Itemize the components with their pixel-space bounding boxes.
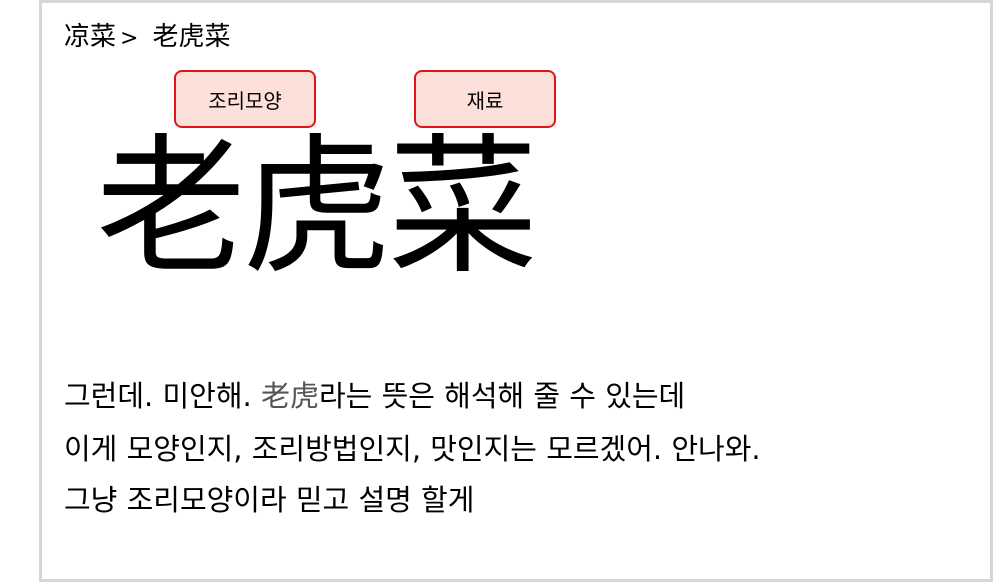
breadcrumb-separator: > [120,26,139,51]
ingredients-button[interactable]: 재료 [414,70,556,128]
cooking-shape-button[interactable]: 조리모양 [174,70,316,128]
line1-chinese-term: 老虎 [260,379,319,413]
line1-suffix: 라는 뜻은 해석해 줄 수 있는데 [318,379,686,413]
breadcrumb-parent[interactable]: 凉菜 [64,22,117,52]
breadcrumb: 凉菜> 老虎菜 [64,20,230,56]
dish-title: 老虎菜 [96,121,538,295]
paragraph-line-1: 그런데. 미안해. 老虎라는 뜻은 해석해 줄 수 있는데 [64,376,685,416]
line1-prefix: 그런데. 미안해. [64,379,261,413]
paragraph-line-3: 그냥 조리모양이라 믿고 설명 할게 [64,483,475,517]
paragraph-line-2: 이게 모양인지, 조리방법인지, 맛인지는 모르겠어. 안나와. [64,432,761,466]
breadcrumb-current: 老虎菜 [152,22,231,52]
